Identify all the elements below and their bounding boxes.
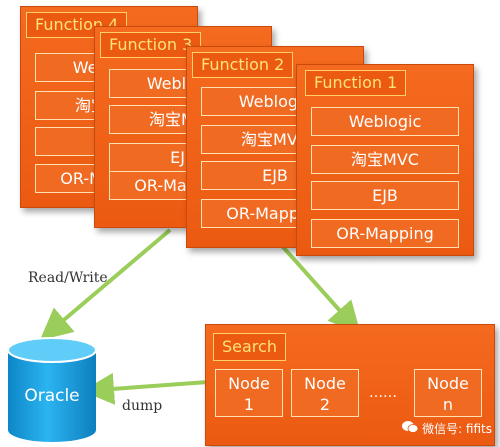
function-1-ejb: EJB (311, 181, 459, 210)
search-node-n-number: n (442, 395, 454, 414)
function-1-ormapping: OR-Mapping (311, 219, 459, 248)
oracle-database-icon (7, 337, 97, 442)
read-write-label: Read/Write (28, 270, 108, 286)
dump-arrow (82, 372, 209, 405)
search-title: Search (213, 333, 286, 361)
search-node-n-label: Node (427, 374, 469, 393)
search-node-1-label: Node (228, 374, 270, 393)
search-node-n: Node n (414, 369, 482, 417)
watermark-text: 微信号: fifits (422, 422, 492, 436)
search-node-2-label: Node (304, 374, 346, 393)
function-1-panel: Function 1 Weblogic 淘宝MVC EJB OR-Mapping (296, 64, 474, 256)
function-to-search-arrow (273, 236, 361, 334)
search-node-2: Node 2 (291, 369, 359, 417)
function-1-title: Function 1 (305, 70, 407, 96)
function-2-title: Function 2 (192, 52, 294, 78)
search-node-1-number: 1 (243, 395, 255, 414)
wechat-icon (402, 420, 419, 437)
dump-label: dump (122, 398, 163, 414)
oracle-label: Oracle (24, 386, 80, 406)
function-1-weblogic: Weblogic (311, 107, 459, 136)
function-3-title: Function 3 (100, 32, 202, 58)
wechat-watermark: 微信号: fifits (402, 420, 492, 437)
search-node-2-number: 2 (319, 395, 331, 414)
read-write-arrow (39, 228, 172, 341)
search-node-1: Node 1 (215, 369, 283, 417)
function-1-mvc: 淘宝MVC (311, 145, 459, 174)
search-ellipsis: …… (369, 385, 397, 401)
search-panel: Search Node 1 Node 2 …… Node n (205, 324, 495, 446)
